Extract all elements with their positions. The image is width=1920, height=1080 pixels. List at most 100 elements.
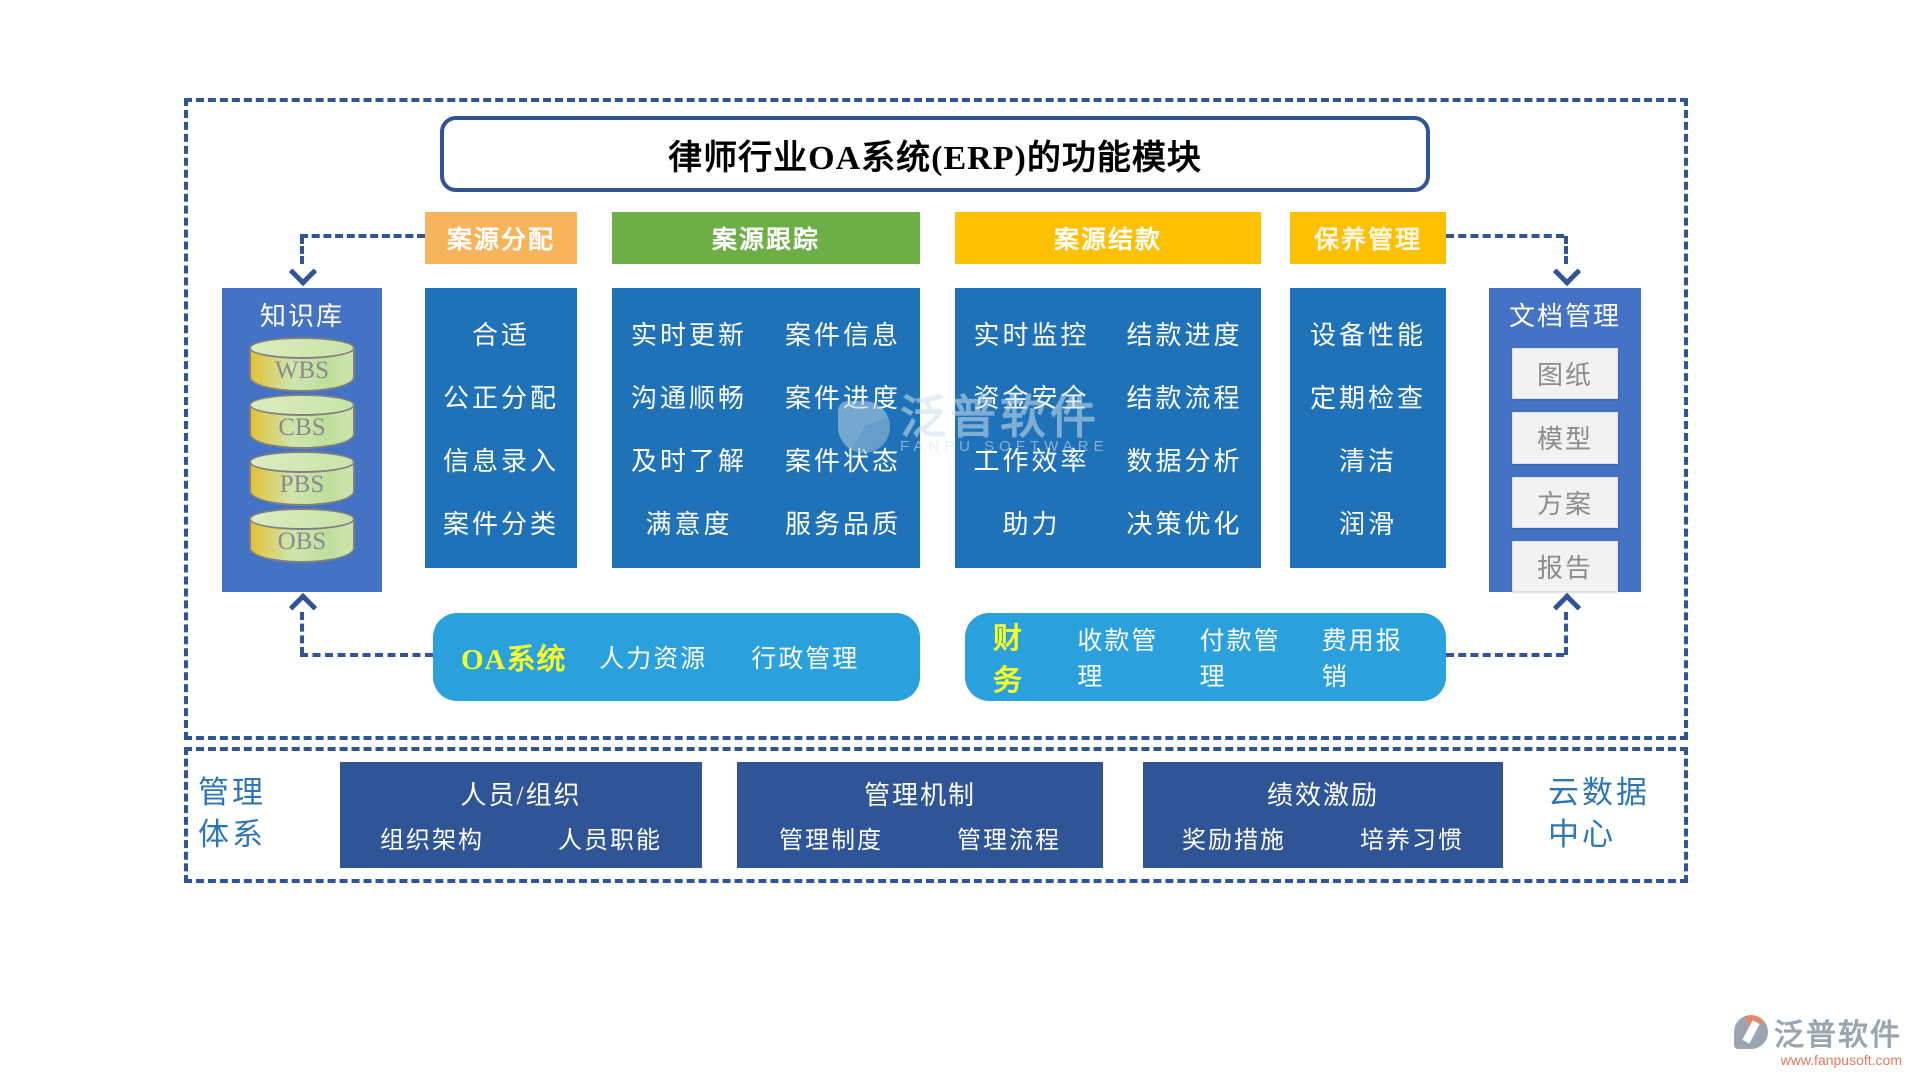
bottom-item: 奖励措施 (1182, 827, 1286, 854)
column-case-tracking: 实时更新 沟通顺畅 及时了解 满意度 案件信息 案件进度 案件状态 服务品质 (612, 288, 920, 568)
bottom-box-items: 组织架构 人员职能 (380, 820, 662, 855)
oa-item: 人力资源 (599, 646, 708, 673)
vendor-logo-url: www.fanpusoft.com (1780, 1052, 1902, 1068)
doc-item-reports: 报告 (1512, 540, 1618, 592)
header-case-assignment: 案源分配 (425, 212, 577, 264)
diagram-title: 律师行业OA系统(ERP)的功能模块 (668, 139, 1202, 177)
doc-item-drawings: 图纸 (1512, 348, 1618, 400)
bottom-item: 培养习惯 (1360, 827, 1464, 854)
database-cylinder-wbs: WBS (249, 337, 355, 392)
doc-item-label: 模型 (1536, 425, 1593, 455)
cylinder-label: CBS (278, 414, 326, 441)
column-item: 助力 (1002, 510, 1061, 539)
bottom-box-items: 奖励措施 培养习惯 (1182, 820, 1464, 855)
cloud-data-center-label: 云数据 中心 (1548, 772, 1650, 856)
column-item: 公正分配 (442, 384, 559, 413)
column-item: 结款流程 (1126, 384, 1243, 413)
column-item: 定期检查 (1309, 384, 1426, 413)
finance-item: 费用报销 (1321, 628, 1403, 691)
bottom-item: 人员职能 (558, 827, 662, 854)
bottom-box-title: 人员/组织 (460, 781, 582, 811)
finance-box: 财务 收款管理 付款管理 费用报销 (965, 613, 1446, 701)
header-label: 案源分配 (446, 227, 555, 254)
vendor-logo: 泛普软件 www.fanpusoft.com (1734, 1010, 1902, 1068)
column-item: 实时更新 (630, 321, 747, 350)
column-item: 案件进度 (784, 384, 901, 413)
knowledge-base-title: 知识库 (259, 302, 344, 331)
column-item: 实时监控 (973, 321, 1090, 350)
doc-item-label: 报告 (1536, 553, 1593, 583)
cylinder-label: WBS (274, 357, 330, 384)
cylinder-label: PBS (279, 471, 325, 498)
management-system-line2: 体系 (198, 817, 266, 852)
column-item: 及时了解 (630, 447, 747, 476)
database-cylinder-cbs: CBS (249, 394, 355, 449)
column-item: 案件分类 (442, 510, 559, 539)
column-item: 服务品质 (784, 510, 901, 539)
bottom-item: 管理制度 (779, 827, 883, 854)
main-dashed-frame (184, 98, 1688, 740)
management-system-line1: 管理 (198, 775, 266, 810)
connector-line (300, 236, 304, 264)
header-label: 案源结款 (1053, 227, 1162, 254)
cloud-data-line2: 中心 (1548, 817, 1616, 852)
header-maintenance: 保养管理 (1290, 212, 1446, 264)
oa-item: 行政管理 (751, 646, 860, 673)
column-maintenance: 设备性能 定期检查 清洁 润滑 (1290, 288, 1446, 568)
column-item: 案件状态 (784, 447, 901, 476)
bottom-box-title: 管理机制 (863, 781, 976, 811)
bottom-box-mechanism: 管理机制 管理制度 管理流程 (737, 762, 1103, 868)
knowledge-base-panel: 知识库 WBS CBS PBS OBS (222, 288, 382, 592)
connector-line (1446, 653, 1564, 657)
column-item: 沟通顺畅 (630, 384, 747, 413)
oa-system-label: OA系统 (461, 644, 567, 676)
doc-item-models: 模型 (1512, 412, 1618, 464)
header-case-settlement: 案源结款 (955, 212, 1261, 264)
connector-line (1446, 234, 1564, 238)
column-item: 工作效率 (973, 447, 1090, 476)
doc-item-label: 图纸 (1536, 361, 1593, 391)
bottom-box-personnel: 人员/组织 组织架构 人员职能 (340, 762, 702, 868)
finance-items: 收款管理 付款管理 费用报销 (1077, 621, 1418, 693)
column-item: 数据分析 (1126, 447, 1243, 476)
doc-item-label: 方案 (1536, 489, 1593, 519)
column-item: 决策优化 (1126, 510, 1243, 539)
column-case-settlement: 实时监控 资金安全 工作效率 助力 结款进度 结款流程 数据分析 决策优化 (955, 288, 1261, 568)
column-item: 合适 (471, 321, 530, 350)
cylinder-label: OBS (277, 528, 327, 555)
finance-label: 财务 (993, 623, 1024, 697)
connector-line (1564, 236, 1568, 264)
vendor-logo-name: 泛普软件 (1774, 1019, 1902, 1052)
column-item: 设备性能 (1309, 321, 1426, 350)
column-item: 满意度 (645, 510, 733, 539)
header-label: 保养管理 (1313, 227, 1422, 254)
database-cylinder-pbs: PBS (249, 451, 355, 506)
doc-item-plans: 方案 (1512, 476, 1618, 528)
document-mgmt-panel: 文档管理 图纸 模型 方案 报告 (1489, 288, 1641, 592)
column-item: 结款进度 (1126, 321, 1243, 350)
diagram-title-box: 律师行业OA系统(ERP)的功能模块 (440, 116, 1430, 192)
cloud-data-line1: 云数据 (1548, 775, 1650, 810)
column-item: 资金安全 (973, 384, 1090, 413)
document-mgmt-title: 文档管理 (1508, 302, 1621, 331)
finance-item: 付款管理 (1199, 628, 1281, 691)
column-item: 案件信息 (784, 321, 901, 350)
vendor-logo-icon (1734, 1015, 1768, 1049)
column-item: 清洁 (1338, 447, 1397, 476)
connector-line (1564, 612, 1568, 655)
column-case-assignment: 合适 公正分配 信息录入 案件分类 (425, 288, 577, 568)
bottom-item: 管理流程 (957, 827, 1061, 854)
header-label: 案源跟踪 (711, 227, 820, 254)
bottom-dashed-frame (184, 747, 1688, 883)
bottom-box-items: 管理制度 管理流程 (779, 820, 1061, 855)
finance-item: 收款管理 (1077, 628, 1159, 691)
bottom-item: 组织架构 (380, 827, 484, 854)
connector-line (300, 612, 304, 655)
column-item: 信息录入 (442, 447, 559, 476)
bottom-box-title: 绩效激励 (1266, 781, 1379, 811)
management-system-label: 管理 体系 (198, 772, 266, 856)
bottom-box-incentive: 绩效激励 奖励措施 培养习惯 (1143, 762, 1503, 868)
oa-system-items: 人力资源 行政管理 (599, 639, 859, 675)
connector-line (300, 234, 425, 238)
